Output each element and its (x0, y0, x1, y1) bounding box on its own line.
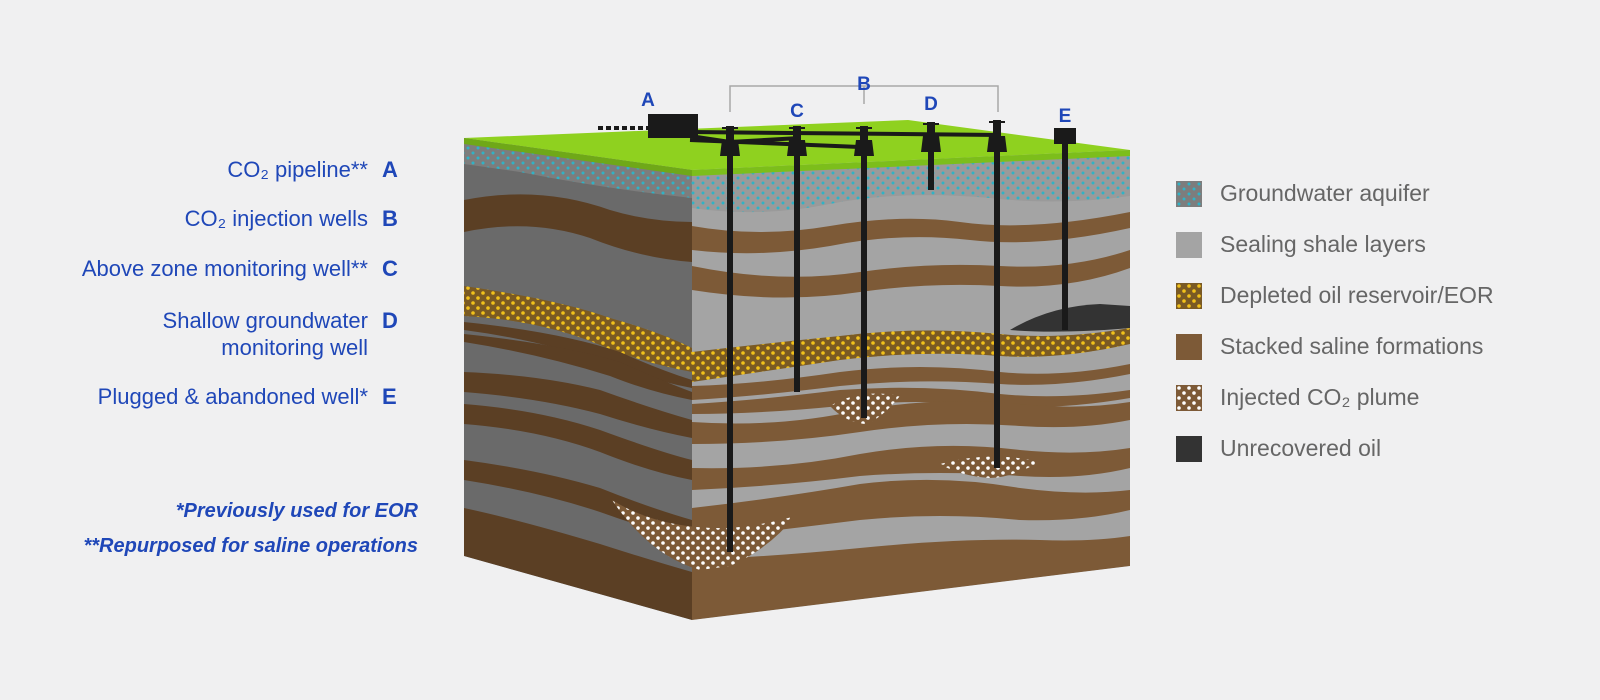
label-a: A (641, 90, 655, 111)
legend-label: Depleted oil reservoir/EOR (1220, 282, 1494, 308)
co2-plume (940, 456, 1040, 478)
legend-item-shale: Sealing shale layers (1176, 219, 1494, 270)
label-b: B (857, 74, 871, 95)
key-label: Plugged & abandoned well* (97, 384, 368, 409)
plugged-abandoned-well (1054, 128, 1076, 330)
legend-item-plume: Injected CO₂ plume (1176, 372, 1494, 423)
label-c: C (790, 101, 804, 122)
key-label: Above zone monitoring well** (81, 256, 368, 281)
key-item-groundwater-well: Shallow groundwater monitoring well D (163, 307, 400, 361)
legend-label: Sealing shale layers (1220, 231, 1426, 257)
key-letter: E (382, 384, 397, 409)
key-item-abandoned-well: Plugged & abandoned well* E (98, 383, 400, 410)
footnote-eor: *Previously used for EOR (175, 500, 418, 522)
key-letter: C (382, 256, 398, 281)
legend-item-saline: Stacked saline formations (1176, 321, 1494, 372)
label-e: E (1059, 106, 1072, 127)
footnote-saline: **Repurposed for saline operations (83, 535, 418, 557)
key-item-pipeline: CO₂ pipeline** A (227, 156, 400, 183)
legend: Groundwater aquifer Sealing shale layers… (1176, 168, 1494, 474)
legend-label: Unrecovered oil (1220, 435, 1382, 461)
pipeline-unit (648, 114, 698, 138)
key-label-line1: Shallow groundwater (162, 308, 368, 333)
shale-swatch (1176, 231, 1202, 258)
aquifer-swatch (1176, 180, 1202, 207)
above-zone-monitoring-well (787, 126, 807, 392)
legend-label: Injected CO₂ plume (1220, 384, 1420, 410)
unrecovered-oil (1010, 304, 1130, 332)
unrecovered-oil-swatch (1176, 435, 1202, 462)
wells (720, 120, 1076, 552)
side-face (464, 138, 692, 620)
co2-plume (612, 500, 795, 570)
oil-reservoir-swatch (1176, 282, 1202, 309)
key-label: CO₂ pipeline** (227, 157, 368, 182)
injection-well (854, 126, 874, 418)
groundwater-monitoring-well (921, 122, 941, 190)
key-letter: A (382, 157, 398, 182)
pipeline (598, 126, 1001, 149)
label-d: D (924, 94, 938, 115)
key-item-above-zone-well: Above zone monitoring well** C (82, 255, 400, 282)
legend-item-aquifer: Groundwater aquifer (1176, 168, 1494, 219)
key-item-injection-wells: CO₂ injection wells B (185, 205, 400, 232)
key-letter: B (382, 206, 398, 231)
injection-well (987, 120, 1007, 468)
saline-swatch (1176, 333, 1202, 360)
legend-item-oil-reservoir: Depleted oil reservoir/EOR (1176, 270, 1494, 321)
key-letter: D (382, 308, 398, 333)
front-face (692, 150, 1130, 620)
key-label-line2: monitoring well (221, 335, 368, 360)
key-label: CO₂ injection wells (184, 206, 368, 231)
legend-item-unrecovered-oil: Unrecovered oil (1176, 423, 1494, 474)
injection-well (720, 126, 740, 552)
legend-label: Stacked saline formations (1220, 333, 1484, 359)
key-label: Shallow groundwater monitoring well (163, 307, 368, 361)
plume-swatch (1176, 384, 1202, 411)
legend-label: Groundwater aquifer (1220, 180, 1430, 206)
